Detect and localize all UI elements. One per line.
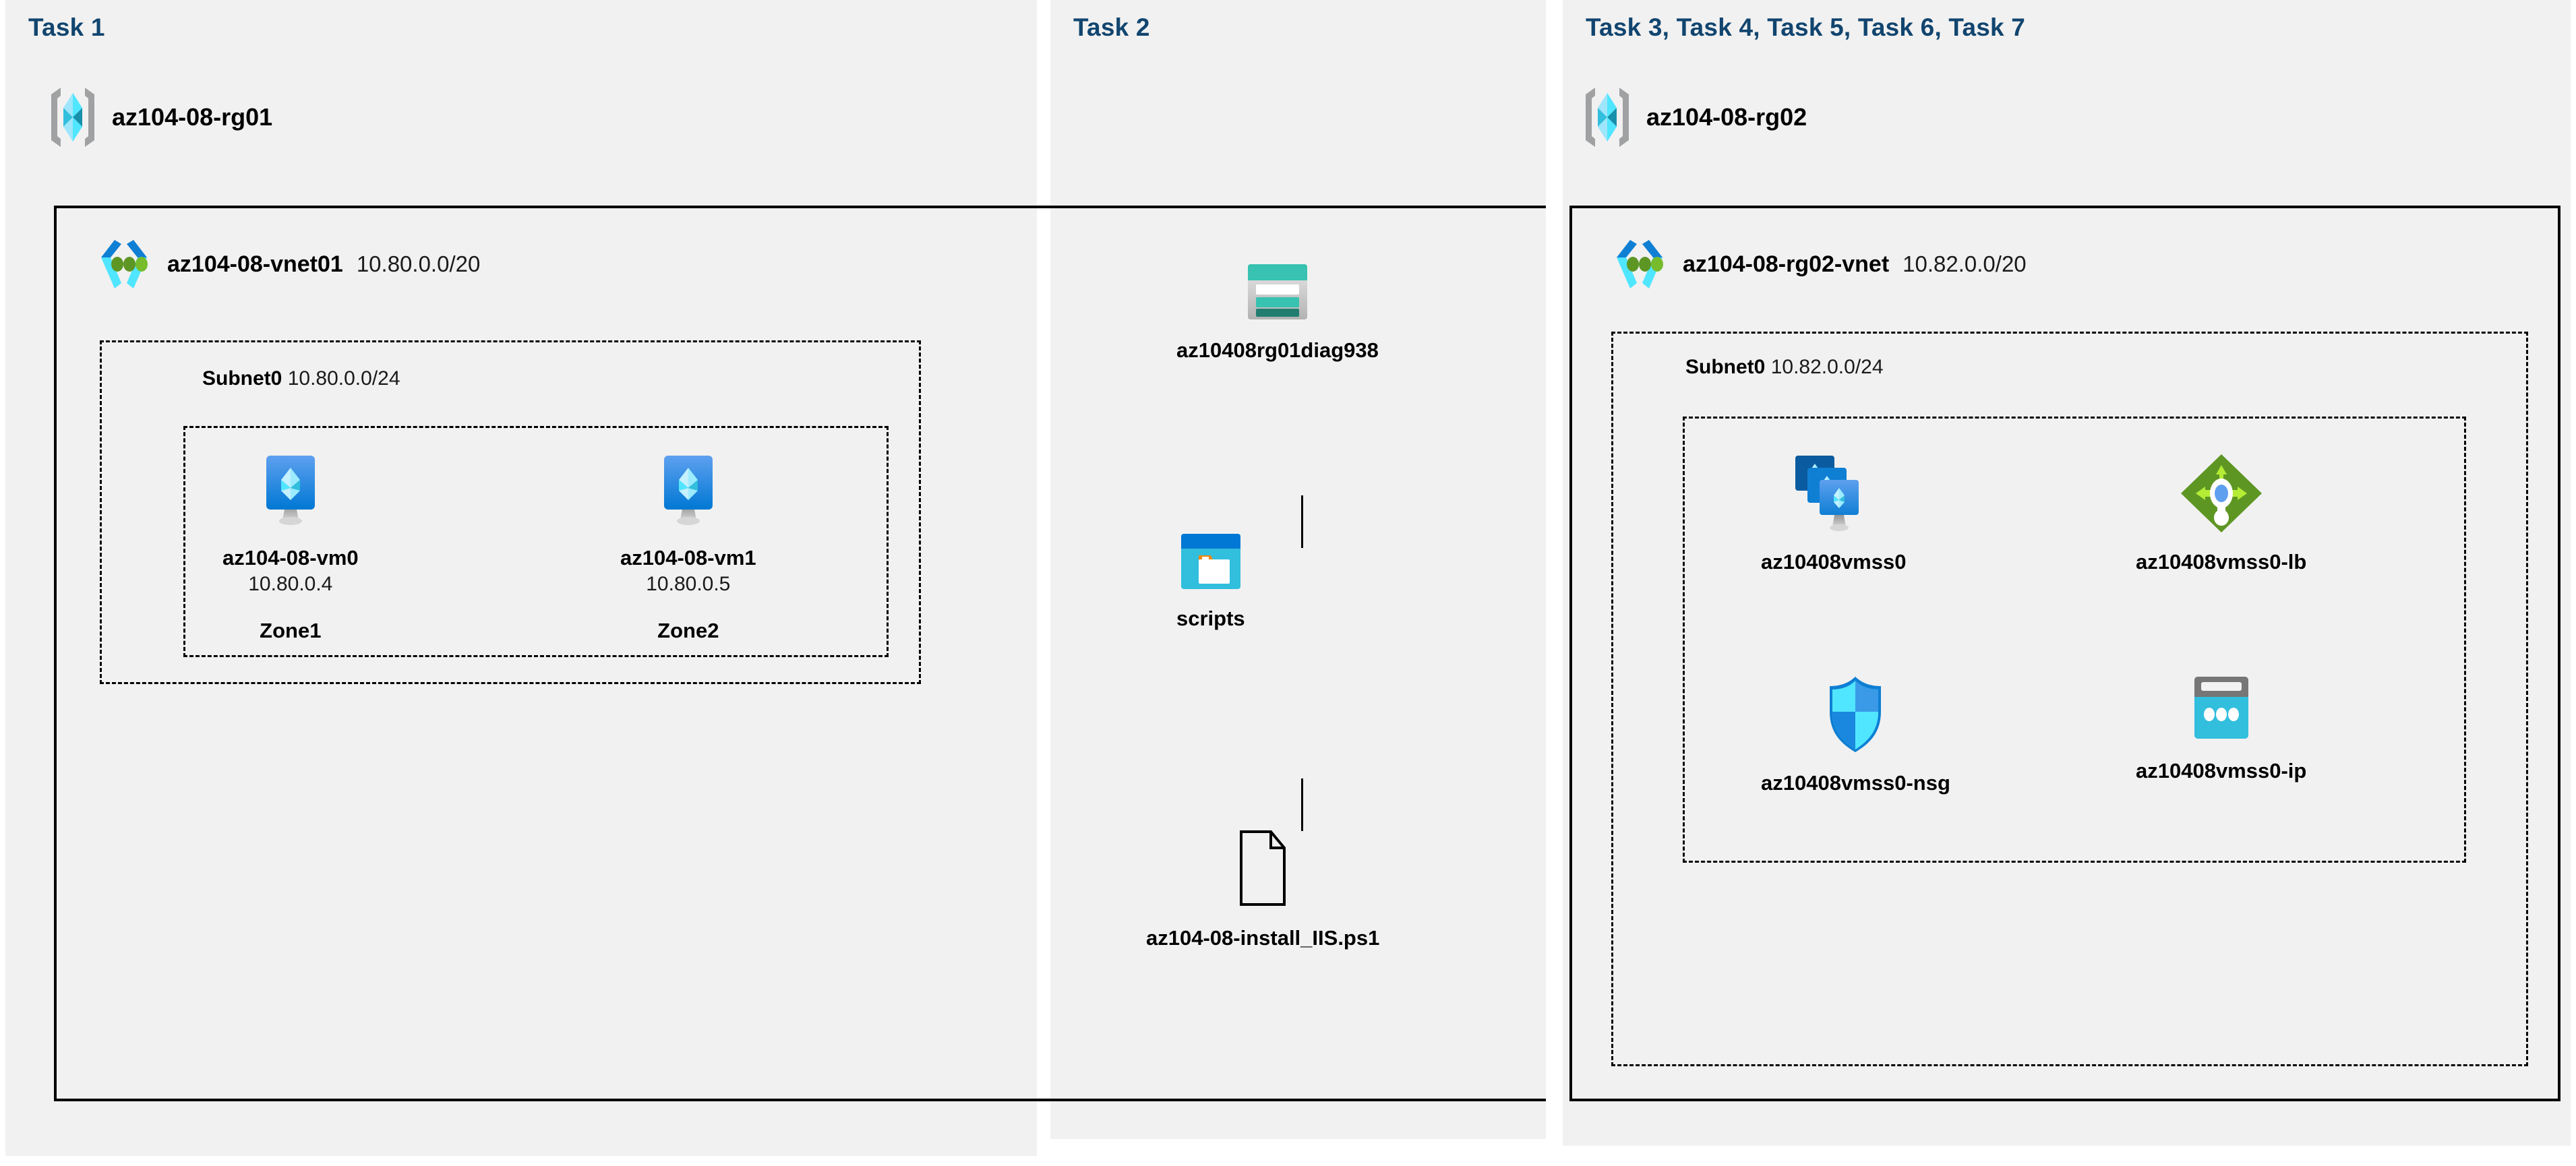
resource-group-label: az104-08-rg02 xyxy=(1646,103,1807,131)
public-ip-address-name: az10408vmss0-ip xyxy=(2136,759,2307,783)
storage-account-name: az10408rg01diag938 xyxy=(1176,338,1379,362)
virtual-network-icon xyxy=(1610,237,1669,291)
task2-panel-overlay xyxy=(1050,208,1546,1099)
subnet-inner-box-task3-7 xyxy=(1683,417,2466,863)
node-load-balancer[interactable]: az10408vmss0-lb xyxy=(2136,453,2306,576)
subnet-box-task3-7 xyxy=(1611,332,2528,1066)
vm-zone: Zone2 xyxy=(657,619,719,643)
node-vm-scale-set[interactable]: az10408vmss0 xyxy=(1761,453,1906,576)
node-blob-container[interactable]: scripts xyxy=(1176,532,1245,632)
vnet-name-label: az104-08-rg02-vnet xyxy=(1683,251,1890,277)
blob-container-name: scripts xyxy=(1176,607,1245,630)
vm-zone: Zone1 xyxy=(260,619,322,643)
vm-ip: 10.80.0.5 xyxy=(646,572,731,595)
vm-name: az104-08-vm0 xyxy=(222,546,359,570)
load-balancer-icon xyxy=(2178,453,2265,534)
vnet-cidr-label: 10.80.0.0/20 xyxy=(356,251,481,276)
blob-container-icon xyxy=(1180,532,1242,590)
resource-group-icon xyxy=(1583,86,1631,148)
virtual-machine-icon xyxy=(258,453,323,528)
file-icon xyxy=(1233,829,1292,909)
node-script-file[interactable]: az104-08-install_IIS.ps1 xyxy=(1146,829,1379,952)
subnet-name: Subnet0 xyxy=(202,367,282,390)
script-file-name: az104-08-install_IIS.ps1 xyxy=(1146,926,1380,950)
public-ip-address-icon xyxy=(2189,674,2254,743)
vnet-bottom-rule-task2 xyxy=(1050,1099,1546,1101)
storage-account-icon xyxy=(1247,263,1309,321)
vm-scale-set-icon xyxy=(1790,453,1878,534)
vnet-header-vnet01: az104-08-vnet01 10.80.0.0/20 xyxy=(94,237,480,291)
subnet-box-task1 xyxy=(100,340,921,684)
vnet-cidr-label: 10.82.0.0/20 xyxy=(1903,251,2027,276)
resource-group-label: az104-08-rg01 xyxy=(112,103,273,131)
virtual-machine-icon xyxy=(656,453,721,528)
vnet-name-label: az104-08-vnet01 xyxy=(167,251,343,277)
network-security-group-name: az10408vmss0-nsg xyxy=(1761,771,1950,795)
subnet-cidr: 10.82.0.0/24 xyxy=(1770,356,1884,378)
connector-container-to-script xyxy=(1301,778,1303,831)
resource-group-az104-08-rg01: az104-08-rg01 xyxy=(49,86,272,148)
vm-scale-set-name: az10408vmss0 xyxy=(1761,550,1907,574)
node-az104-08-vm1[interactable]: az104-08-vm1 10.80.0.5 Zone2 xyxy=(620,453,756,644)
node-public-ip-address[interactable]: az10408vmss0-ip xyxy=(2136,674,2306,785)
task1-heading: Task 1 xyxy=(28,13,105,41)
node-az104-08-vm0[interactable]: az104-08-vm0 10.80.0.4 Zone1 xyxy=(222,453,359,644)
availability-zone-box-task1 xyxy=(183,426,889,657)
resource-group-az104-08-rg02: az104-08-rg02 xyxy=(1583,86,1807,148)
vnet-header-rg02-vnet: az104-08-rg02-vnet 10.82.0.0/20 xyxy=(1610,237,2027,291)
node-storage-account[interactable]: az10408rg01diag938 xyxy=(1176,263,1379,364)
task1-panel xyxy=(5,0,1037,1156)
vnet-top-rule-task2 xyxy=(1050,206,1546,208)
load-balancer-name: az10408vmss0-lb xyxy=(2136,550,2307,574)
task2-heading: Task 2 xyxy=(1073,13,1150,41)
node-network-security-group[interactable]: az10408vmss0-nsg xyxy=(1761,674,1950,797)
vm-name: az104-08-vm1 xyxy=(620,546,756,570)
virtual-network-icon xyxy=(94,237,154,291)
subnet-cidr: 10.80.0.0/24 xyxy=(287,367,400,390)
subnet-name: Subnet0 xyxy=(1685,356,1766,378)
vm-ip: 10.80.0.4 xyxy=(248,572,333,595)
task3-7-panel xyxy=(1563,0,2571,1146)
network-security-group-icon xyxy=(1822,674,1889,755)
task3-7-heading: Task 3, Task 4, Task 5, Task 6, Task 7 xyxy=(1586,13,2026,41)
vnet-container-az104-08-rg02-vnet xyxy=(1569,206,2560,1101)
subnet-label-task1: Subnet0 10.80.0.0/24 xyxy=(202,367,400,390)
subnet-label-task3-7: Subnet0 10.82.0.0/24 xyxy=(1685,356,1884,379)
connector-storage-to-container xyxy=(1301,495,1303,548)
resource-group-icon xyxy=(49,86,97,148)
